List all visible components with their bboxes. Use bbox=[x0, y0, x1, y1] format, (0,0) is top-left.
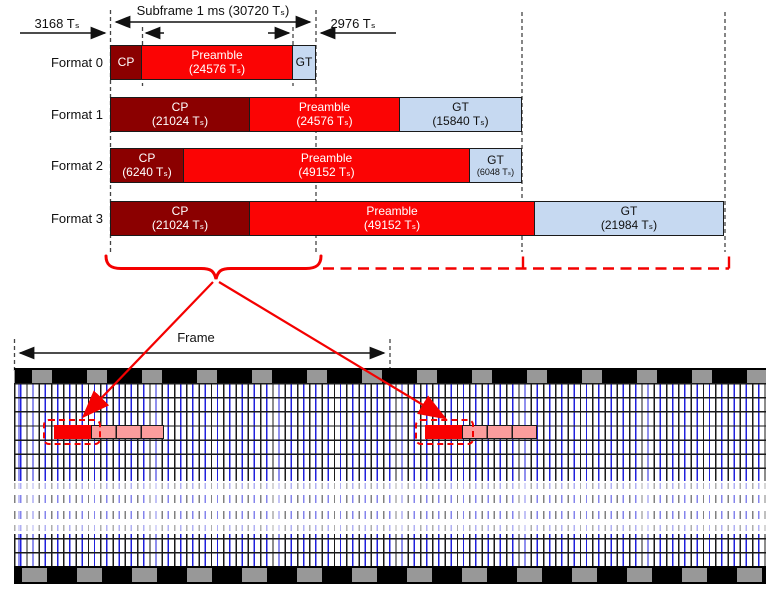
selection-brace bbox=[104, 254, 323, 280]
cp-offset-label: 3168 Tₛ bbox=[34, 16, 80, 31]
format-1-gt-bar: GT (15840 Tₛ) bbox=[399, 97, 522, 132]
prach-occurrence-2-pink-cells bbox=[462, 425, 537, 439]
checker-squares bbox=[14, 370, 766, 383]
format-3-gt-bar: GT (21984 Tₛ) bbox=[534, 201, 724, 236]
format-3-cp-bar: CP (21024 Tₛ) bbox=[110, 201, 250, 236]
format-2-cp-bar: CP (6240 Tₛ) bbox=[110, 148, 184, 183]
subframe-duration-label: Subframe 1 ms (30720 Tₛ) bbox=[136, 3, 290, 18]
prach-occurrence-2-red-cell bbox=[425, 425, 462, 439]
format-1-cp-bar: CP (21024 Tₛ) bbox=[110, 97, 250, 132]
format-0-gt-bar: GT bbox=[292, 45, 316, 80]
format-0-cp-bar: CP bbox=[110, 45, 142, 80]
format-3-preamble-bar: Preamble (49152 Tₛ) bbox=[249, 201, 535, 236]
gt-offset-label: 2976 Tₛ bbox=[330, 16, 376, 31]
format-0-row: Format 0 CP Preamble (24576 Tₛ) GT bbox=[0, 45, 768, 80]
grid-continuation-ellipsis bbox=[14, 481, 766, 534]
prach-occurrence-2-dashed-outline bbox=[415, 419, 474, 445]
format-0-preamble-bar: Preamble (24576 Tₛ) bbox=[141, 45, 293, 80]
frame-grid bbox=[14, 383, 766, 566]
frame-grid-bottom-border bbox=[14, 566, 766, 584]
prach-occurrence-1-dashed-outline bbox=[43, 419, 101, 445]
format-2-gt-bar: GT (6048 Tₛ) bbox=[469, 148, 522, 183]
format-3-row: Format 3 CP (21024 Tₛ) Preamble (49152 T… bbox=[0, 201, 768, 236]
format-1-row: Format 1 CP (21024 Tₛ) Preamble (24576 T… bbox=[0, 97, 768, 132]
format-2-row: Format 2 CP (6240 Tₛ) Preamble (49152 Tₛ… bbox=[0, 148, 768, 183]
format-2-preamble-bar: Preamble (49152 Tₛ) bbox=[183, 148, 470, 183]
format-1-preamble-bar: Preamble (24576 Tₛ) bbox=[249, 97, 400, 132]
frame-label: Frame bbox=[177, 330, 215, 345]
format-3-label: Format 3 bbox=[50, 211, 103, 226]
prach-occurrence-1-red-cell bbox=[54, 425, 91, 439]
checker-squares bbox=[14, 568, 766, 582]
frame-grid-top-border bbox=[14, 368, 766, 383]
format-1-label: Format 1 bbox=[50, 107, 103, 122]
prach-occurrence-1-pink-cells bbox=[91, 425, 164, 439]
format-0-label: Format 0 bbox=[50, 55, 103, 70]
format-2-label: Format 2 bbox=[50, 158, 103, 173]
